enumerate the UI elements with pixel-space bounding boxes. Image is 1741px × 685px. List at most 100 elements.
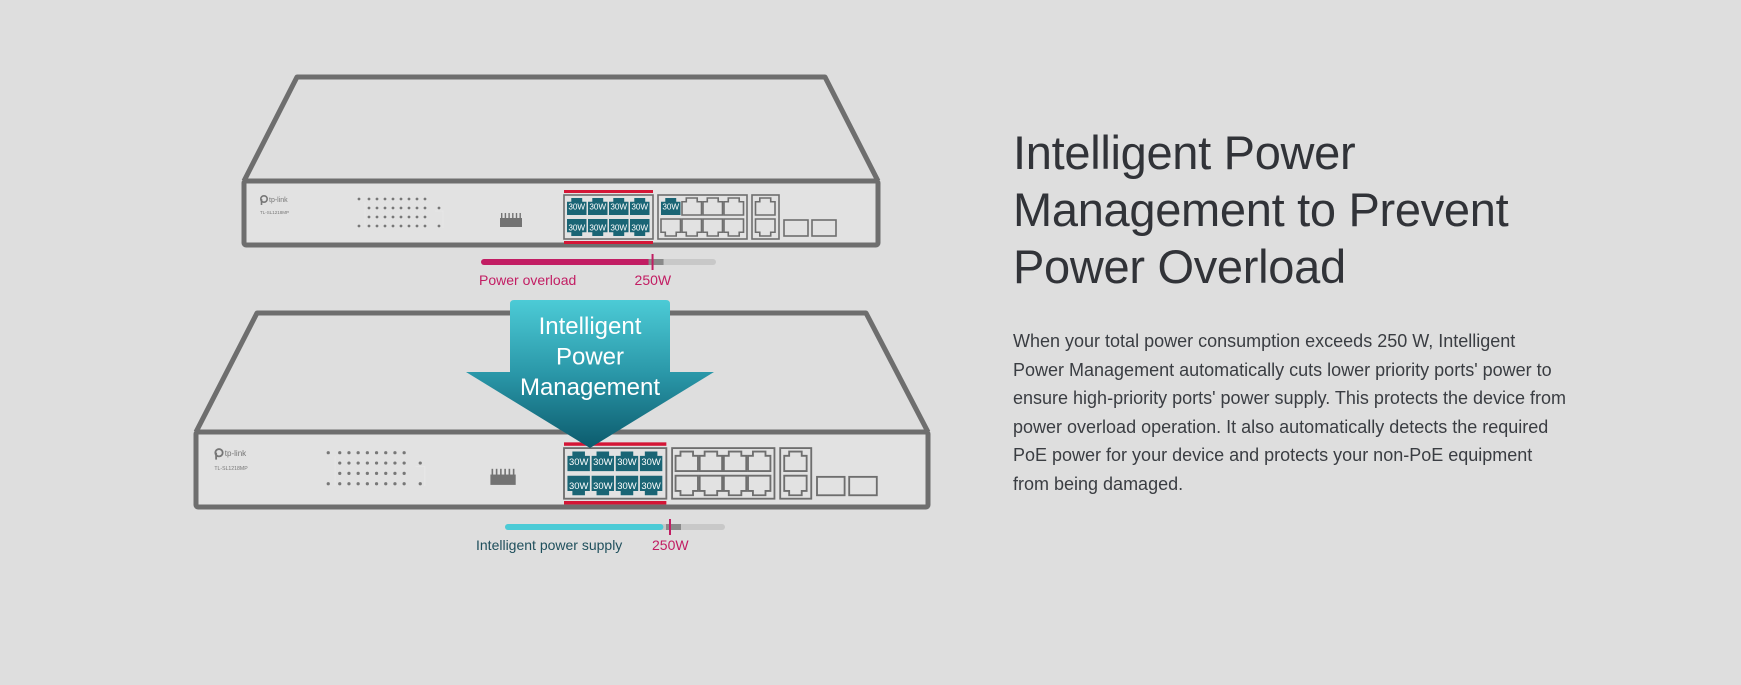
port-shape bbox=[661, 198, 681, 215]
ethernet-port bbox=[723, 218, 745, 237]
port-shape bbox=[698, 474, 724, 497]
poe-port: 30W bbox=[615, 475, 639, 496]
arrow-label-line: Management bbox=[520, 374, 660, 401]
port-shape bbox=[702, 197, 724, 216]
port-shape bbox=[698, 450, 724, 473]
switch-front-panel bbox=[193, 429, 931, 510]
port-shape bbox=[702, 218, 724, 237]
led-dot bbox=[338, 471, 342, 476]
heatsink-body bbox=[490, 474, 516, 485]
led-dot bbox=[374, 451, 379, 455]
heatsink-fin bbox=[500, 468, 502, 476]
led-dot bbox=[423, 197, 427, 201]
led-dot bbox=[437, 206, 441, 210]
port-power-label: 30W bbox=[569, 456, 588, 467]
led-dot bbox=[402, 451, 406, 455]
port-shape bbox=[630, 219, 650, 236]
led-dot bbox=[374, 482, 379, 486]
heatsink-fin bbox=[512, 213, 514, 219]
sfp-slot bbox=[848, 475, 878, 497]
led-dot bbox=[383, 206, 387, 210]
power-bar-excess bbox=[648, 259, 664, 265]
led-dot bbox=[423, 215, 427, 219]
led-dot bbox=[347, 482, 351, 486]
port-power-label: 30W bbox=[593, 480, 612, 491]
led-dot bbox=[384, 461, 388, 465]
port-power-label: 30W bbox=[641, 456, 660, 467]
power-bar-label: Power overload bbox=[479, 272, 576, 288]
poe-port: 30W bbox=[609, 219, 629, 236]
port-shape bbox=[567, 475, 590, 496]
led-dot bbox=[375, 224, 379, 228]
port-power-label: 30W bbox=[568, 203, 585, 212]
arrow-label-line: Intelligent bbox=[539, 313, 642, 340]
led-dot bbox=[383, 215, 387, 219]
led-dot bbox=[357, 197, 361, 201]
uplink-port-group bbox=[779, 447, 813, 500]
arrow-label-line: Power bbox=[556, 344, 624, 371]
port-shape bbox=[615, 451, 639, 472]
poe-port: 30W bbox=[639, 451, 663, 472]
heatsink-body bbox=[500, 218, 522, 227]
port-shape bbox=[591, 451, 615, 472]
led-dot bbox=[393, 461, 397, 465]
port-shape bbox=[660, 218, 682, 237]
port-shape bbox=[722, 474, 748, 497]
led-dot bbox=[356, 482, 360, 486]
port-shape bbox=[681, 197, 703, 216]
led-dot bbox=[391, 206, 395, 210]
port-shape bbox=[567, 198, 587, 215]
poe-port: 30W bbox=[588, 219, 608, 236]
ethernet-port bbox=[698, 450, 724, 473]
poe-port: 30W bbox=[567, 198, 587, 215]
power-bar-fill bbox=[481, 259, 660, 265]
sfp-slot bbox=[816, 475, 846, 497]
port-shape bbox=[681, 218, 703, 237]
power-bar-label: Intelligent power supply bbox=[476, 537, 622, 553]
ethernet-port bbox=[702, 197, 724, 216]
uplink-port bbox=[783, 474, 808, 497]
poe-port: 30W bbox=[567, 219, 587, 236]
port-shape bbox=[674, 474, 699, 497]
port-power-label: 30W bbox=[569, 480, 588, 491]
port-shape bbox=[615, 475, 639, 496]
poe-port: 30W bbox=[609, 198, 629, 215]
led-dot bbox=[347, 461, 351, 465]
led-dot bbox=[357, 224, 361, 228]
led-dot bbox=[399, 206, 403, 210]
led-dot bbox=[383, 197, 387, 201]
uplink-port bbox=[754, 197, 776, 216]
port-power-label: 30W bbox=[568, 224, 585, 233]
ethernet-port bbox=[681, 197, 703, 216]
priority-bar-bottom bbox=[564, 501, 667, 505]
sfp-slot bbox=[783, 219, 809, 237]
led-dot bbox=[399, 197, 403, 201]
poe-port-group bbox=[563, 194, 654, 240]
power-limit-label: 250W bbox=[652, 537, 689, 553]
led-dot bbox=[347, 471, 351, 476]
port-shape bbox=[609, 198, 629, 215]
led-dot bbox=[407, 206, 411, 210]
led-dot bbox=[415, 224, 419, 228]
port-power-label: 30W bbox=[641, 480, 660, 491]
model-name: TL-SL1218MP bbox=[214, 466, 248, 472]
port-shape bbox=[609, 219, 629, 236]
heatsink-fin bbox=[495, 468, 498, 476]
ethernet-port-group bbox=[657, 194, 748, 240]
led-dot bbox=[365, 451, 369, 455]
port-shape bbox=[747, 474, 772, 497]
led-dot bbox=[374, 461, 379, 465]
led-dot bbox=[375, 197, 379, 201]
priority-bar-top bbox=[564, 190, 653, 193]
led-dot bbox=[365, 461, 369, 465]
port-shape bbox=[674, 450, 699, 473]
port-shape bbox=[722, 450, 748, 473]
led-dot bbox=[338, 482, 342, 486]
poe-port: 30W bbox=[630, 198, 650, 215]
led-dot bbox=[415, 197, 419, 201]
led-dot bbox=[375, 206, 379, 210]
heatsink-icon bbox=[490, 468, 516, 485]
led-dot bbox=[374, 471, 379, 476]
led-dot bbox=[367, 224, 371, 228]
intelligent-power-bar: Intelligent power supply 250W bbox=[476, 519, 725, 553]
